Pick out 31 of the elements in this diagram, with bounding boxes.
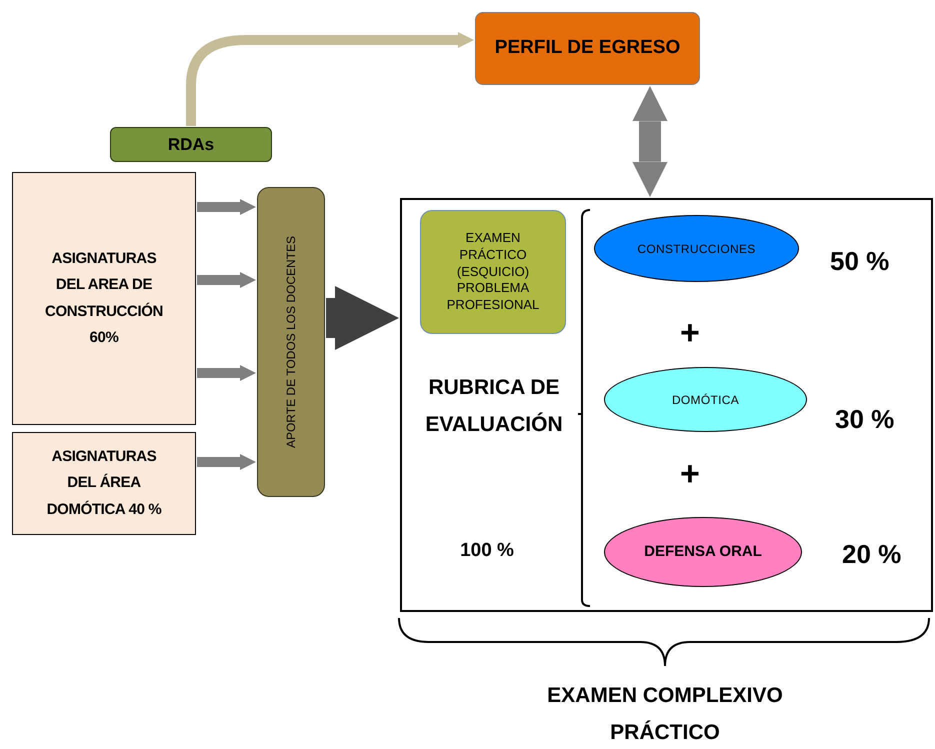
node-label: RDAs	[166, 134, 216, 156]
subject-box	[12, 432, 196, 535]
arrow	[197, 199, 256, 215]
percentage: 20 %	[842, 538, 902, 571]
arrow	[197, 365, 256, 381]
percentage: 30 %	[835, 403, 894, 436]
node-label: APORTE DE TODOS LOS DOCENTES	[283, 236, 299, 448]
vertical-box	[257, 187, 325, 497]
node-label: ASIGNATURAS DEL ÁREA DOMÓTICA 40 %	[46, 447, 162, 520]
percentage: 50 %	[830, 245, 890, 278]
node-label: CONSTRUCCIONES	[636, 240, 757, 258]
node-label: EXAMEN PRÁCTICO (ESQUICIO) PROBLEMA PROFESIONAL	[446, 230, 540, 314]
arrow	[197, 454, 256, 470]
double-arrow	[632, 86, 668, 197]
arrow	[326, 286, 399, 350]
exam-box	[420, 210, 566, 334]
curved-arrow	[186, 32, 474, 126]
arrow	[197, 272, 256, 288]
plus-sign: +	[680, 457, 700, 491]
rubric-label: RUBRICA DE EVALUACIÓN	[424, 375, 564, 438]
exam-frame	[400, 198, 933, 612]
tag-box	[110, 127, 272, 162]
plus-sign: +	[680, 316, 700, 350]
title-box	[475, 12, 700, 85]
percentage: 100 %	[459, 539, 515, 563]
node-label: ASIGNATURAS DEL AREA DE CONSTRUCCIÓN 60%	[44, 249, 164, 348]
subject-box	[12, 172, 196, 425]
node-label: DEFENSA ORAL	[643, 542, 763, 562]
node-label: DOMÓTICA	[670, 392, 740, 408]
node-label: PERFIL DE EGRESO	[494, 36, 682, 60]
exam-caption: EXAMEN COMPLEXIVO PRÁCTICO	[546, 683, 784, 746]
